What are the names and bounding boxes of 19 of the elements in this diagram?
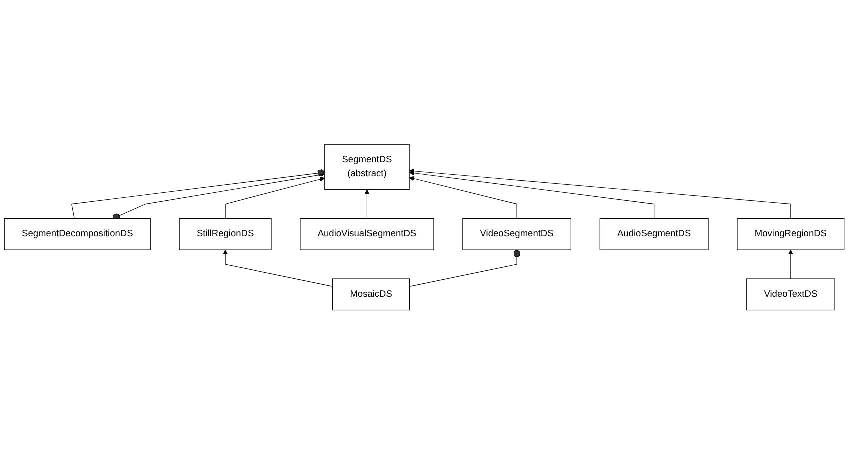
connector	[112, 174, 326, 220]
node-box: SegmentDecompositionDS	[4, 218, 151, 250]
arrow	[409, 170, 655, 219]
node-box: AudioSegmentDS	[600, 218, 709, 250]
node-box: VideoSegmentDS	[462, 218, 572, 250]
connector	[72, 169, 326, 219]
node-box: SegmentDS (abstract)	[324, 144, 410, 190]
node-box: VideoTextDS	[746, 278, 836, 310]
arrow	[225, 176, 326, 219]
node-box: MovingRegionDS	[737, 218, 845, 250]
arrow	[409, 168, 792, 219]
arrow	[409, 176, 518, 219]
node-box: MosaicDS	[332, 278, 410, 310]
node-box: AudioVisualSegmentDS	[300, 218, 434, 250]
connector	[410, 249, 521, 287]
arrow	[788, 249, 794, 279]
arrow	[223, 249, 334, 287]
arrow	[364, 189, 370, 219]
node-box: StillRegionDS	[179, 218, 272, 250]
